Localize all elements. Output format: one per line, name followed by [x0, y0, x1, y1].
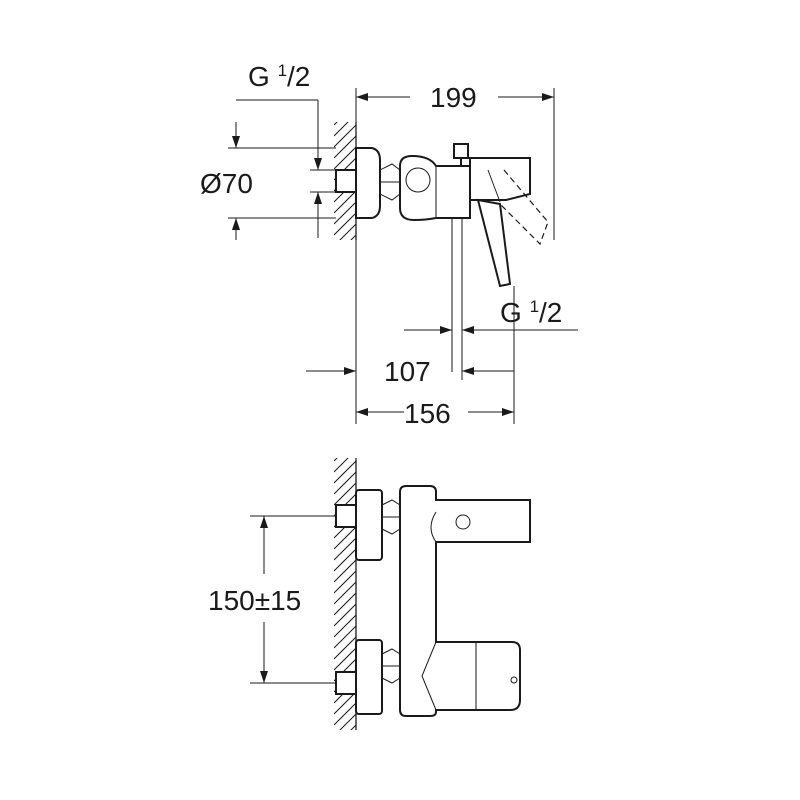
wall-hatch-line: [334, 428, 356, 450]
wall-hatch-line: [334, 647, 356, 671]
wall-hatch-line: [334, 636, 356, 660]
wall-hatch-line: [339, 713, 356, 730]
wall-hatch-line: [334, 190, 356, 214]
thread-bottom-label: G 1/2: [500, 297, 562, 328]
dim-offset: 107: [306, 240, 514, 424]
depth-label: 156: [404, 398, 451, 429]
width-total-label: 199: [430, 82, 477, 113]
wall-hatch-line: [334, 246, 356, 268]
wall-hatch-line: [334, 482, 356, 506]
spout-pipe: [451, 218, 463, 380]
wall-hatch-line: [334, 603, 356, 627]
wall-bottom: [334, 428, 357, 780]
wall-hatch-line: [334, 548, 356, 572]
wall-hatch-line: [334, 268, 356, 290]
dim-thread-bottom: G 1/2: [404, 297, 578, 334]
diameter-label: Ø70: [200, 168, 253, 199]
wall-hatch-line: [334, 581, 356, 605]
wall-hatch-line: [350, 724, 356, 730]
spacing-label: 150±15: [208, 585, 301, 616]
wall-hatch-line: [334, 758, 356, 780]
connector-lower: [335, 639, 401, 715]
wall-hatch-line: [334, 458, 349, 473]
dim-width-total: 199: [355, 82, 555, 240]
wall-hatch-line: [334, 92, 356, 114]
dim-spacing: 150±15: [208, 515, 336, 684]
wall-hatch-line: [334, 747, 356, 769]
dim-depth: 156: [356, 286, 515, 429]
wall-hatch-line: [334, 135, 356, 159]
mixer-handle: [469, 157, 531, 288]
handle-alt-position: [499, 169, 549, 246]
wall-hatch-line: [334, 212, 356, 236]
wall-hatch-line: [334, 257, 356, 279]
wall-hatch-line: [334, 460, 356, 484]
wall-hatch-line: [334, 526, 356, 550]
wall-hatch-line: [334, 592, 356, 616]
wall-hatch-line: [334, 702, 356, 726]
side-view: G 1/2 Ø70 199 G 1/2: [200, 61, 578, 429]
connector-upper: [335, 489, 401, 561]
wall-hatch-line: [334, 625, 356, 649]
wall-hatch-line: [334, 691, 356, 715]
wall-hatch-line: [334, 570, 356, 594]
wall-hatch-line: [334, 122, 338, 126]
front-body: [399, 485, 531, 717]
wall-hatch-line: [350, 234, 356, 240]
wall-hatch-line: [334, 614, 356, 638]
wall-hatch-line: [334, 146, 356, 170]
dim-thread-top: G 1/2: [236, 61, 338, 238]
wall-connector: [335, 147, 401, 219]
mixer-body: [399, 143, 471, 222]
dim-diameter: Ø70: [200, 122, 336, 240]
wall-hatch-line: [334, 124, 356, 148]
wall-hatch-line: [334, 122, 349, 137]
wall-hatch-line: [334, 471, 356, 495]
wall-hatch-line: [334, 537, 356, 561]
wall-hatch-line: [339, 223, 356, 240]
wall-hatch-line: [334, 201, 356, 225]
offset-label: 107: [384, 356, 431, 387]
wall-hatch-line: [334, 736, 356, 758]
wall-hatch-line: [334, 458, 338, 462]
thread-top-label: G 1/2: [248, 61, 310, 92]
front-view: 150±15: [208, 428, 531, 780]
wall-hatch-line: [334, 559, 356, 583]
